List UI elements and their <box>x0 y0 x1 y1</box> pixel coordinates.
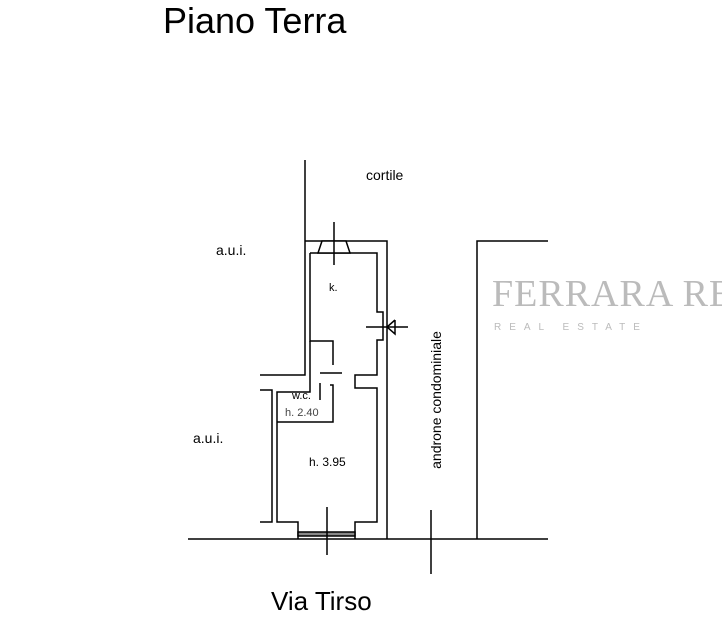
watermark-logo: FERRARA RE <box>492 273 722 315</box>
label-androne: androne condominiale <box>428 331 444 469</box>
left-wall-lower <box>260 389 273 523</box>
label-kitchen: k. <box>329 282 338 294</box>
inner-wall-lower <box>276 388 311 539</box>
label-aui-top: a.u.i. <box>216 242 247 258</box>
page-title: Piano Terra <box>163 0 347 41</box>
label-main-height: h. 3.95 <box>309 455 346 469</box>
wc-wall <box>277 384 334 423</box>
label-aui-bottom: a.u.i. <box>193 430 224 446</box>
left-wall-upper <box>260 160 306 376</box>
label-wc-height: h. 2.40 <box>285 407 319 419</box>
label-cortile: cortile <box>366 167 404 183</box>
outer-wall-right <box>305 240 388 539</box>
watermark-subtitle: REAL ESTATE <box>494 322 648 333</box>
inner-wall-right <box>310 252 384 539</box>
neighbor-building <box>476 240 548 539</box>
entrance-arrow-icon <box>385 319 396 336</box>
street-name: Via Tirso <box>271 586 372 616</box>
label-wc: w.c. <box>292 390 311 402</box>
inner-wall-upper <box>309 253 334 365</box>
